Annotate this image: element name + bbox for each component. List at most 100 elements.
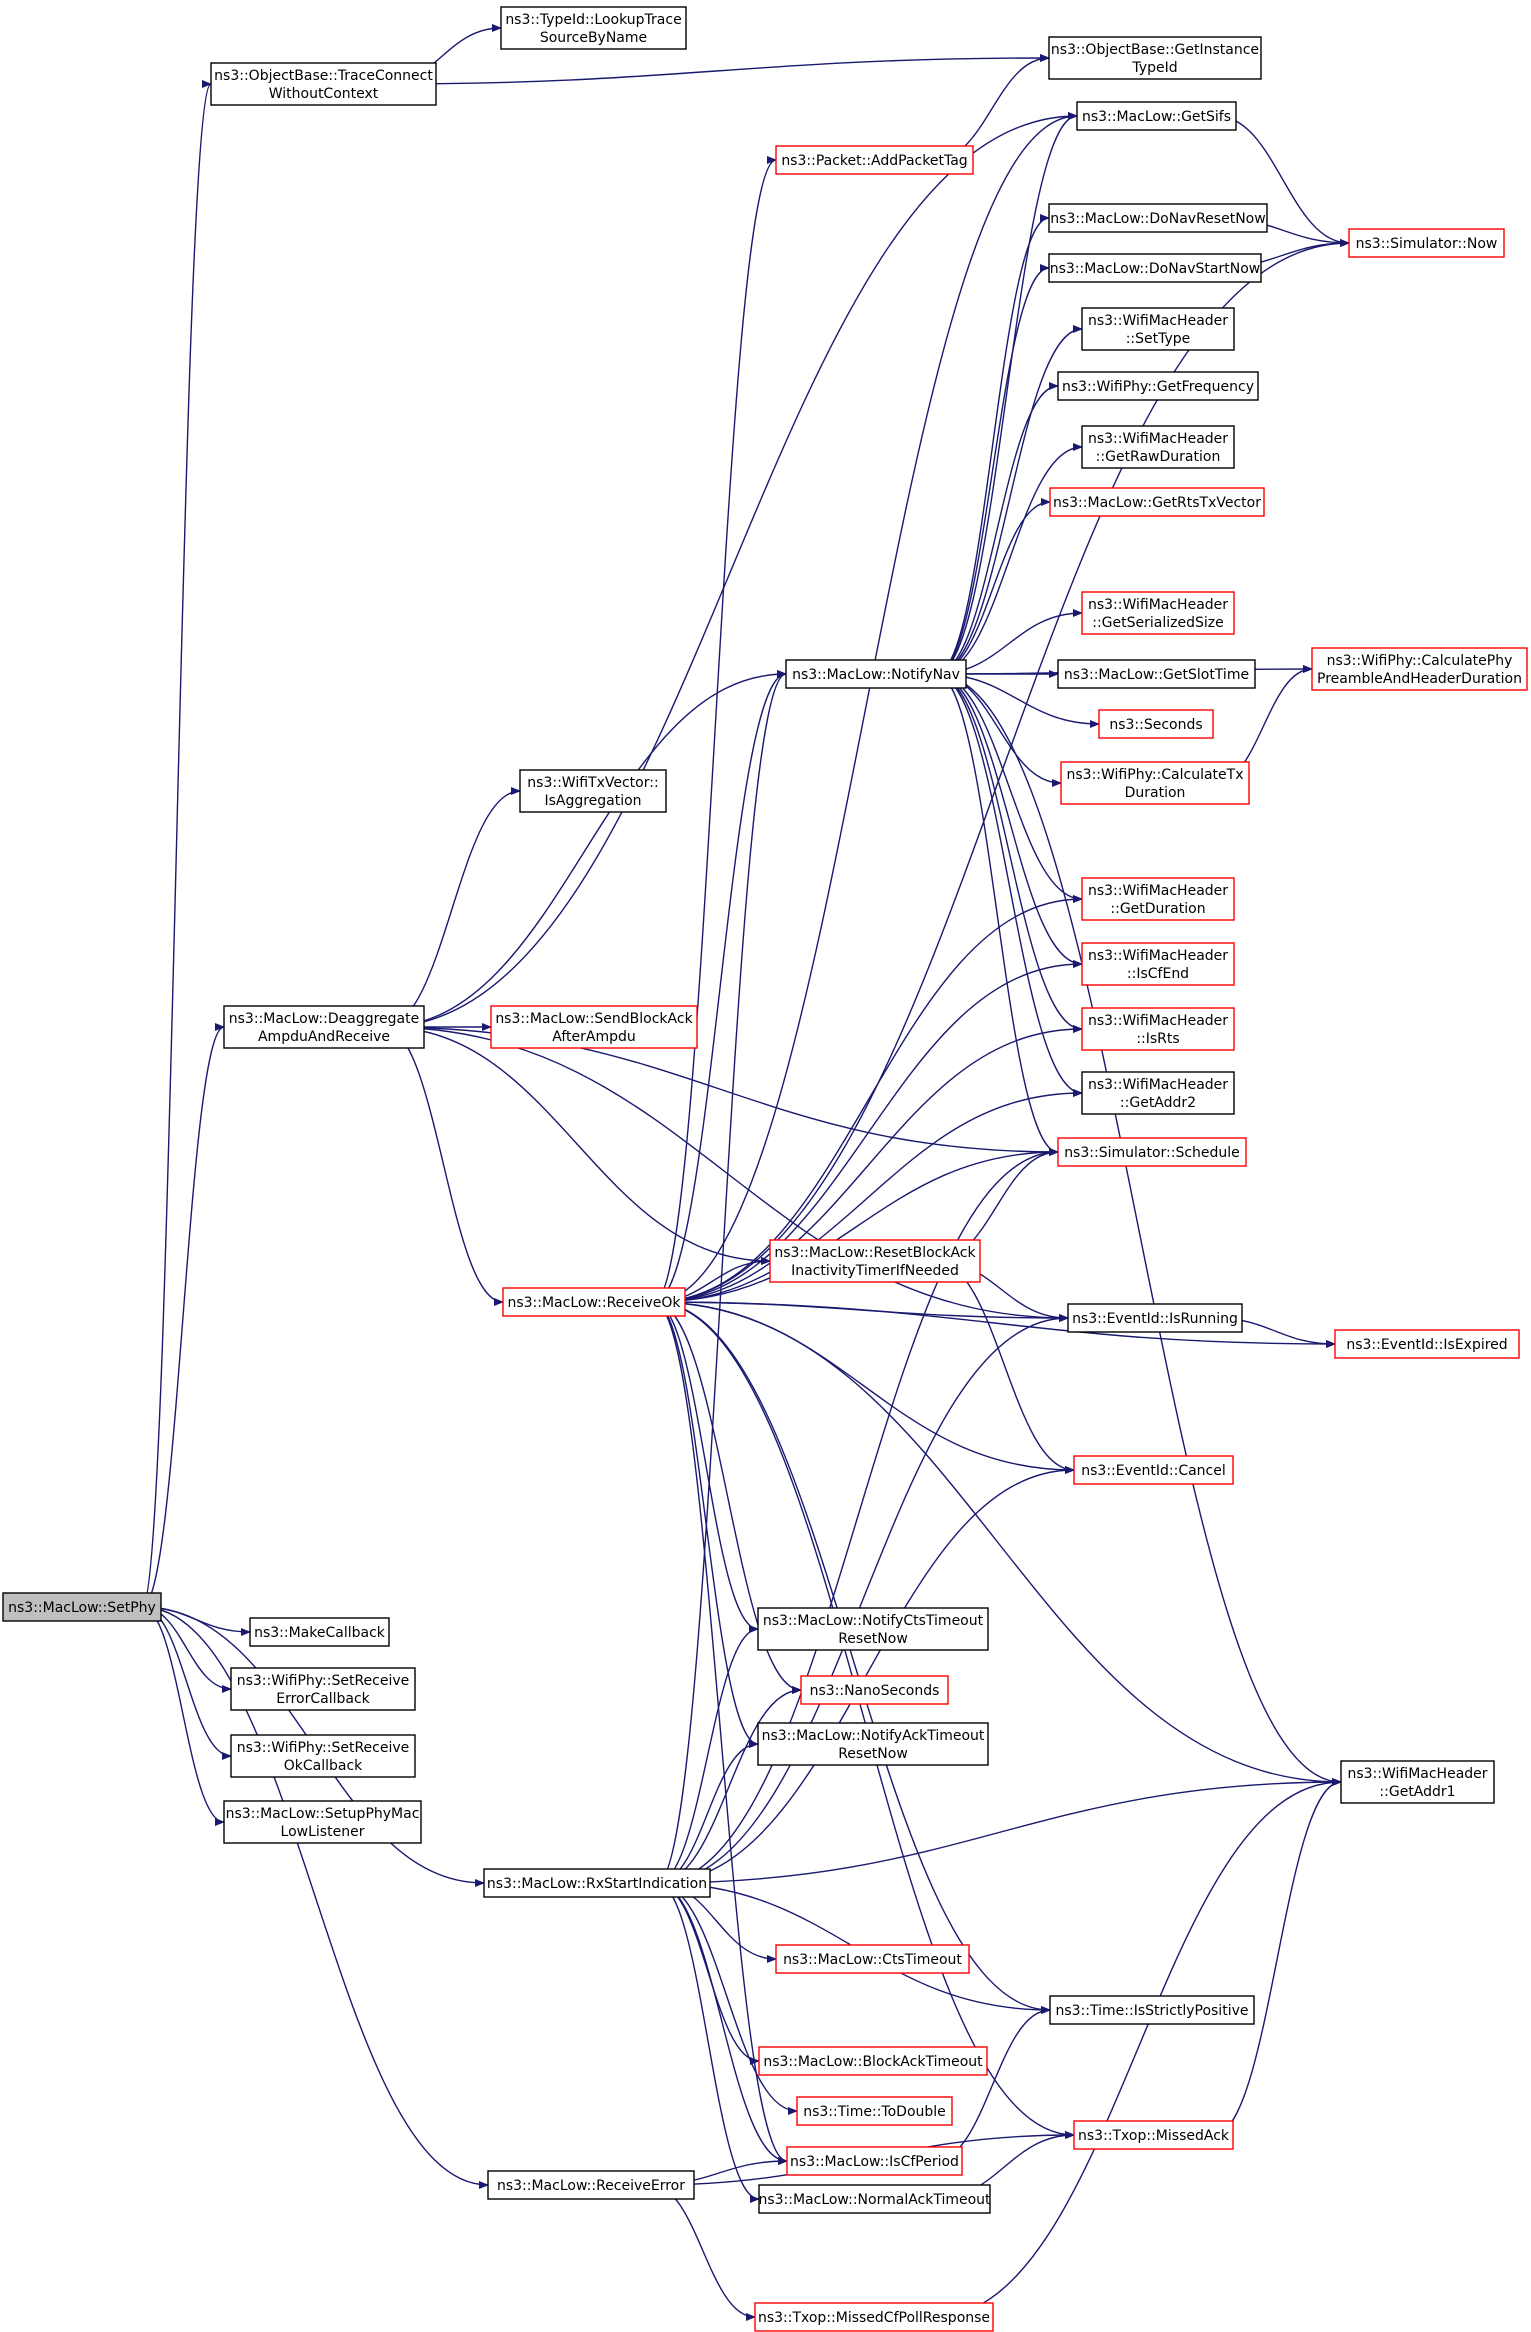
node-box	[1048, 203, 1268, 233]
node-getaddr2[interactable]: ns3::WifiMacHeader::GetAddr2	[1081, 1071, 1235, 1115]
node-donavresetnow[interactable]: ns3::MacLow::DoNavResetNow	[1048, 203, 1268, 233]
node-resetblockack[interactable]: ns3::MacLow::ResetBlockAckInactivityTime…	[769, 1239, 981, 1283]
node-box	[2, 1592, 162, 1622]
node-box	[1081, 1007, 1235, 1051]
node-rxstart[interactable]: ns3::MacLow::RxStartIndication	[483, 1868, 711, 1898]
edge-notifynav-to-getfrequency	[935, 382, 1059, 675]
node-receiveok[interactable]: ns3::MacLow::ReceiveOk	[502, 1287, 686, 1317]
node-label: ns3::Simulator::Now	[1356, 236, 1498, 252]
edge-receiveok-to-iscfperiod	[653, 1301, 788, 2165]
node-label: ns3::MakeCallback	[254, 1625, 386, 1641]
edge-missedcfpoll-to-getaddr1	[933, 1778, 1342, 2318]
node-makecallback[interactable]: ns3::MakeCallback	[249, 1617, 390, 1647]
node-getduration[interactable]: ns3::WifiMacHeader::GetDuration	[1081, 877, 1235, 921]
node-label: ns3::Txop::MissedCfPollResponse	[758, 2310, 990, 2326]
edge-deaggregate-to-schedule	[383, 1026, 1059, 1156]
node-notifynav[interactable]: ns3::MacLow::NotifyNav	[785, 659, 967, 689]
node-settype[interactable]: ns3::WifiMacHeader::SetType	[1081, 307, 1235, 351]
node-addpackettag[interactable]: ns3::Packet::AddPacketTag	[775, 145, 974, 175]
node-label: ns3::MacLow::CtsTimeout	[783, 1952, 962, 1968]
edge-missedack-to-getaddr1	[1213, 1778, 1342, 2136]
node-box	[1057, 1137, 1247, 1167]
edge-deaggregate-to-notifynav	[383, 670, 787, 1028]
node-simnow[interactable]: ns3::Simulator::Now	[1348, 228, 1505, 258]
node-label: ns3::WifiMacHeader	[1088, 948, 1228, 964]
node-isaggregation[interactable]: ns3::WifiTxVector::IsAggregation	[519, 769, 667, 813]
node-box	[1060, 761, 1250, 805]
node-box	[223, 1005, 425, 1049]
node-isrunning[interactable]: ns3::EventId::IsRunning	[1067, 1303, 1243, 1333]
node-missedack[interactable]: ns3::Txop::MissedAck	[1073, 2120, 1234, 2150]
node-label: ::GetDuration	[1110, 901, 1205, 917]
node-label: ns3::WifiMacHeader	[1088, 431, 1228, 447]
node-box	[1081, 307, 1235, 351]
node-box	[1073, 1455, 1234, 1485]
node-isrts[interactable]: ns3::WifiMacHeader::IsRts	[1081, 1007, 1235, 1051]
node-getsifs[interactable]: ns3::MacLow::GetSifs	[1076, 101, 1237, 131]
node-getfrequency[interactable]: ns3::WifiPhy::GetFrequency	[1057, 371, 1259, 401]
node-label: ns3::WifiPhy::SetReceive	[237, 1740, 410, 1756]
edge-notifynav-to-calctxduration	[935, 673, 1062, 787]
node-receiveerror[interactable]: ns3::MacLow::ReceiveError	[487, 2170, 695, 2200]
node-cancel[interactable]: ns3::EventId::Cancel	[1073, 1455, 1234, 1485]
node-label: ns3::WifiMacHeader	[1088, 1077, 1228, 1093]
node-box	[800, 1675, 949, 1705]
edge-rxstart-to-schedule	[656, 1148, 1059, 1884]
edge-setphy-to-deaggregate	[141, 1023, 225, 1608]
node-label: ns3::ObjectBase::GetInstance	[1051, 42, 1259, 58]
node-missedcfpoll[interactable]: ns3::Txop::MissedCfPollResponse	[754, 2302, 994, 2332]
edge-rxstart-to-todouble	[656, 1882, 798, 2115]
node-seconds[interactable]: ns3::Seconds	[1098, 709, 1214, 739]
edge-receiveok-to-schedule	[653, 1148, 1059, 1303]
node-getrawduration[interactable]: ns3::WifiMacHeader::GetRawDuration	[1081, 425, 1235, 469]
node-box	[1049, 1995, 1255, 2025]
node-donavstartnow[interactable]: ns3::MacLow::DoNavStartNow	[1048, 253, 1262, 283]
node-label: ::GetAddr1	[1379, 1784, 1455, 1800]
node-calcpreamble[interactable]: ns3::WifiPhy::CalculatePhyPreambleAndHea…	[1311, 647, 1528, 691]
node-label: ns3::MacLow::SendBlockAck	[495, 1011, 693, 1027]
edge-rxstart-to-iscfperiod	[656, 1882, 788, 2165]
node-isstrictlypositive[interactable]: ns3::Time::IsStrictlyPositive	[1049, 1995, 1255, 2025]
node-label: ns3::ObjectBase::TraceConnect	[214, 68, 433, 84]
node-iscfperiod[interactable]: ns3::MacLow::IsCfPeriod	[786, 2146, 963, 2176]
edge-notifynav-to-getaddr1	[935, 673, 1342, 1786]
node-traceconnect[interactable]: ns3::ObjectBase::TraceConnectWithoutCont…	[210, 62, 437, 106]
node-todouble[interactable]: ns3::Time::ToDouble	[796, 2096, 953, 2126]
edge-receiveok-to-getaddr1	[653, 1301, 1342, 1786]
node-setphy[interactable]: ns3::MacLow::SetPhy	[2, 1592, 162, 1622]
node-box	[1081, 591, 1235, 635]
node-isexpired[interactable]: ns3::EventId::IsExpired	[1334, 1329, 1520, 1359]
node-label: ns3::Txop::MissedAck	[1078, 2128, 1230, 2144]
node-getserializedsize[interactable]: ns3::WifiMacHeader::GetSerializedSize	[1081, 591, 1235, 635]
node-label: ns3::MacLow::IsCfPeriod	[790, 2154, 959, 2170]
node-getslottime[interactable]: ns3::MacLow::GetSlotTime	[1057, 659, 1256, 689]
node-label: PreambleAndHeaderDuration	[1317, 671, 1522, 687]
edge-notifynav-to-getrtstxvector	[935, 498, 1051, 675]
node-blockacktimeout[interactable]: ns3::MacLow::BlockAckTimeout	[758, 2046, 988, 2076]
node-box	[1081, 425, 1235, 469]
node-iscfend[interactable]: ns3::WifiMacHeader::IsCfEnd	[1081, 942, 1235, 986]
node-label: ns3::MacLow::ResetBlockAck	[774, 1245, 976, 1261]
node-label: ns3::WifiPhy::CalculateTx	[1067, 767, 1244, 783]
edge-receiveok-to-getduration	[653, 895, 1083, 1303]
node-getrtstxvector[interactable]: ns3::MacLow::GetRtsTxVector	[1049, 487, 1265, 517]
node-schedule[interactable]: ns3::Simulator::Schedule	[1057, 1137, 1247, 1167]
node-nanoseconds[interactable]: ns3::NanoSeconds	[800, 1675, 949, 1705]
node-getaddr1[interactable]: ns3::WifiMacHeader::GetAddr1	[1340, 1760, 1495, 1804]
node-box	[1076, 101, 1237, 131]
node-normalacktimeout[interactable]: ns3::MacLow::NormalAckTimeout	[758, 2184, 991, 2214]
node-box	[487, 2170, 695, 2200]
node-ctstimeout[interactable]: ns3::MacLow::CtsTimeout	[775, 1944, 970, 1974]
node-label: AfterAmpdu	[552, 1029, 635, 1045]
edge-deaggregate-to-isaggregation	[383, 787, 521, 1028]
